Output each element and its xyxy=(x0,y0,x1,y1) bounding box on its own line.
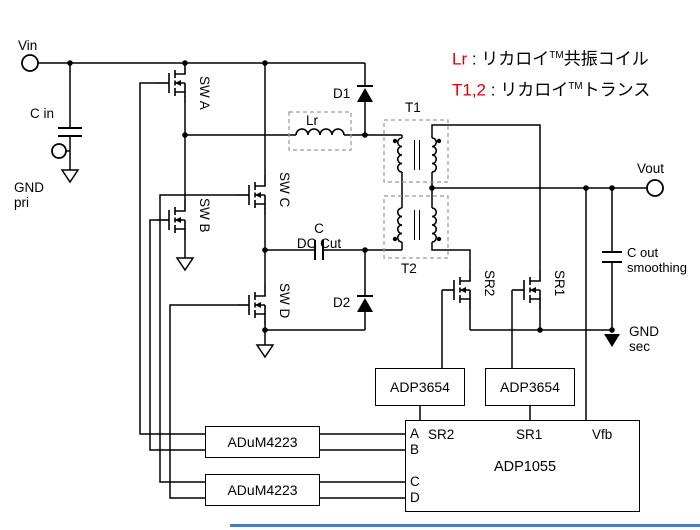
sr1-mosfet xyxy=(511,269,541,311)
lr-inductor xyxy=(295,128,345,136)
sw-c-label: SW C xyxy=(277,172,292,208)
gnd-sec-symbol xyxy=(604,334,620,347)
adp1055-box xyxy=(405,420,640,512)
sr2-label: SR2 xyxy=(482,270,497,297)
adp1055-pin-b: B xyxy=(410,442,420,457)
sw-c-mosfet xyxy=(236,174,266,216)
gnd-pri-terminal xyxy=(51,143,67,159)
sw-d-mosfet xyxy=(236,284,266,326)
adum4223-bottom-box: ADuM4223 xyxy=(205,474,320,506)
d1-label: D1 xyxy=(333,86,351,101)
d2-label: D2 xyxy=(333,295,351,310)
adum4223-top-box: ADuM4223 xyxy=(205,426,320,458)
bottom-blue-line xyxy=(230,524,700,527)
t1-module-box xyxy=(383,119,449,183)
vout-label: Vout xyxy=(637,161,665,176)
sw-b-label: SW B xyxy=(197,198,212,233)
sw-a-mosfet xyxy=(156,62,186,104)
gnd-pri-symbol-1 xyxy=(60,169,80,184)
legend-line-lr: Lr : リカロイTM共振コイル xyxy=(452,49,649,69)
legend: Lr : リカロイTM共振コイル T1,2 : リカロイTMトランス xyxy=(452,42,650,103)
sw-a-label: SW A xyxy=(197,76,212,110)
t1-transformer xyxy=(392,137,442,173)
legend-line-t12: T1,2 : リカロイTMトランス xyxy=(452,80,651,100)
vout-terminal xyxy=(646,179,664,197)
adp1055-pin-sr2: SR2 xyxy=(428,427,455,442)
t1-label: T1 xyxy=(405,100,421,115)
lr-module-box xyxy=(288,111,352,151)
adp1055-name: ADP1055 xyxy=(493,459,557,475)
adp1055-pin-d: D xyxy=(410,490,420,505)
vin-terminal xyxy=(21,54,39,72)
gnd-pri-symbol-2 xyxy=(175,257,195,272)
t2-transformer xyxy=(392,207,442,243)
gnd-pri-symbol-3 xyxy=(255,344,275,359)
c-dc-cut-capacitor xyxy=(314,240,324,260)
vin-label: Vin xyxy=(18,38,38,53)
t2-module-box xyxy=(383,195,449,259)
c-in-label: C in xyxy=(30,106,55,121)
adp1055-pin-a: A xyxy=(410,426,420,441)
sr1-label: SR1 xyxy=(552,270,567,297)
t2-label: T2 xyxy=(401,261,417,276)
adp1055-pin-vfb: Vfb xyxy=(592,427,613,442)
junction-dots xyxy=(67,60,615,333)
adp1055-pin-c: C xyxy=(410,474,420,489)
adp3654-left-box: ADP3654 xyxy=(375,368,465,406)
adp1055-pin-sr1: SR1 xyxy=(516,427,543,442)
d1-diode xyxy=(357,85,373,102)
sw-d-label: SW D xyxy=(277,283,292,319)
sr2-mosfet xyxy=(441,269,471,311)
c-out-capacitor xyxy=(602,251,622,263)
sw-b-mosfet xyxy=(156,199,186,241)
d2-diode xyxy=(357,295,373,312)
lr-label: Lr xyxy=(306,113,319,128)
adp3654-right-box: ADP3654 xyxy=(485,368,575,406)
c-in-capacitor xyxy=(58,127,82,137)
